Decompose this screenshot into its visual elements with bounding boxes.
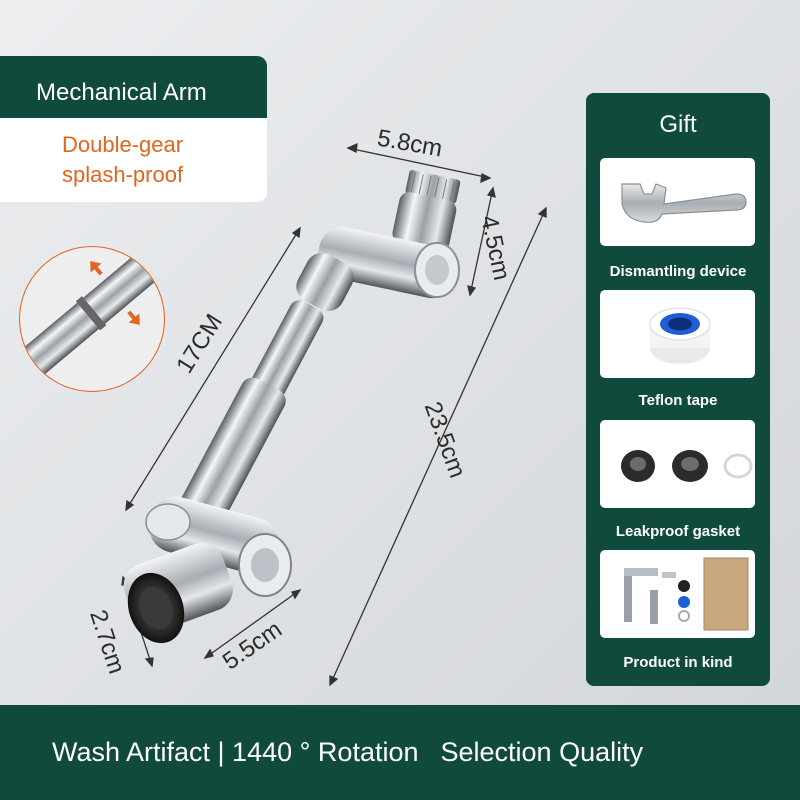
gift-panel: Gift Dismantling device Teflon tape: [586, 93, 770, 686]
gift-label-product-in-kind: Product in kind: [623, 654, 733, 671]
gift-label-dismantling-device: Dismantling device: [609, 263, 747, 280]
gift-label-leakproof-gasket: Leakproof gasket: [615, 523, 741, 540]
footer-part-2: Selection Quality: [440, 737, 644, 767]
arrow-up-icon: [90, 261, 103, 276]
footer-bar: Wash Artifact | 1440 ° Rotation Selection…: [0, 705, 800, 800]
arrow-down-icon: [127, 310, 140, 325]
subtitle-line-1: Double-gear: [62, 132, 184, 157]
gasket-icon: [621, 450, 753, 482]
footer-text: Wash Artifact | 1440 ° Rotation Selection…: [52, 705, 665, 800]
gift-title: Gift: [659, 111, 697, 138]
zoom-detail-circle: [19, 246, 165, 392]
product-kit-icon: [624, 557, 749, 631]
header-subtitle: Double-gear splash-proof: [0, 118, 267, 202]
dimension-lines: [121, 142, 547, 687]
subtitle-line-2: splash-proof: [62, 162, 184, 187]
gift-card-dismantling-device: [600, 158, 755, 246]
gift-card-product-in-kind: [600, 550, 755, 638]
faucet-body: [123, 170, 461, 644]
gift-label-teflon-tape: Teflon tape: [638, 392, 718, 409]
footer-part-1: Wash Artifact | 1440 ° Rotation: [52, 737, 419, 767]
gift-card-teflon-tape: [600, 290, 755, 378]
gift-card-leakproof-gasket: [600, 420, 755, 508]
header-title: Mechanical Arm: [0, 56, 267, 130]
wrench-icon: [621, 183, 747, 223]
tape-roll-icon: [649, 307, 711, 364]
